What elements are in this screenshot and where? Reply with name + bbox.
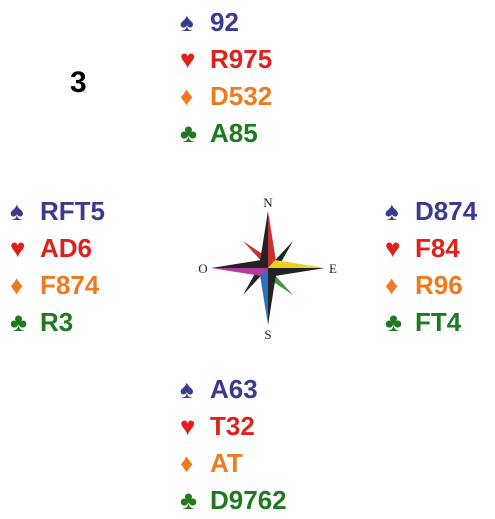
- compass-point-west-color: [211, 268, 268, 276]
- south-diamonds: ♦ AT: [180, 445, 287, 482]
- diamond-icon: ♦: [180, 81, 194, 111]
- heart-icon: ♥: [10, 233, 26, 263]
- compass-point-west: [211, 260, 268, 268]
- spade-icon: ♠: [10, 196, 24, 226]
- spade-icon: ♠: [385, 196, 399, 226]
- east-hearts-cards: F84: [415, 233, 460, 263]
- south-hearts-cards: T32: [210, 411, 255, 441]
- hand-south: ♠ A63 ♥ T32 ♦ AT ♣ D9762: [180, 371, 287, 519]
- north-clubs: ♣ A85: [180, 115, 272, 152]
- north-hearts: ♥ R975: [180, 41, 272, 78]
- diamond-icon: ♦: [10, 270, 24, 300]
- south-clubs-cards: D9762: [210, 485, 287, 515]
- hand-west: ♠ RFT5 ♥ AD6 ♦ F874 ♣ R3: [10, 193, 105, 341]
- compass-label-east: E: [329, 261, 337, 276]
- board-number: 3: [70, 66, 87, 99]
- west-hearts-cards: AD6: [40, 233, 93, 263]
- north-clubs-cards: A85: [210, 118, 258, 148]
- south-spades-cards: A63: [210, 374, 258, 404]
- north-diamonds: ♦ D532: [180, 78, 272, 115]
- compass-point-south: [260, 268, 268, 325]
- south-hearts: ♥ T32: [180, 408, 287, 445]
- north-hearts-cards: R975: [210, 44, 273, 74]
- compass-point-south-dark: [268, 268, 276, 325]
- spade-icon: ♠: [180, 7, 194, 37]
- west-diamonds-cards: F874: [40, 270, 100, 300]
- compass-rose-icon: N S E O: [198, 195, 337, 342]
- heart-icon: ♥: [385, 233, 401, 263]
- west-spades: ♠ RFT5: [10, 193, 105, 230]
- west-clubs-cards: R3: [40, 307, 74, 337]
- compass-point-east-color: [268, 260, 325, 268]
- heart-icon: ♥: [180, 411, 196, 441]
- east-spades: ♠ D874: [385, 193, 477, 230]
- north-spades-cards: 92: [210, 7, 239, 37]
- west-hearts: ♥ AD6: [10, 230, 105, 267]
- compass-point-north: [268, 211, 276, 268]
- compass-label-south: S: [264, 327, 271, 342]
- west-diamonds: ♦ F874: [10, 267, 105, 304]
- east-diamonds: ♦ R96: [385, 267, 477, 304]
- compass-point-north-dark: [260, 211, 268, 268]
- compass-label-north: N: [263, 195, 273, 210]
- club-icon: ♣: [180, 118, 198, 148]
- club-icon: ♣: [180, 485, 198, 515]
- club-icon: ♣: [385, 307, 403, 337]
- west-clubs: ♣ R3: [10, 304, 105, 341]
- spade-icon: ♠: [180, 374, 194, 404]
- west-spades-cards: RFT5: [40, 196, 105, 226]
- north-diamonds-cards: D532: [210, 81, 273, 111]
- south-spades: ♠ A63: [180, 371, 287, 408]
- south-diamonds-cards: AT: [210, 448, 243, 478]
- north-spades: ♠ 92: [180, 4, 272, 41]
- east-spades-cards: D874: [415, 196, 478, 226]
- compass-point-east: [268, 268, 325, 276]
- east-hearts: ♥ F84: [385, 230, 477, 267]
- diamond-icon: ♦: [180, 448, 194, 478]
- hand-north: ♠ 92 ♥ R975 ♦ D532 ♣ A85: [180, 4, 272, 152]
- compass-label-west: O: [198, 261, 207, 276]
- east-diamonds-cards: R96: [415, 270, 463, 300]
- east-clubs-cards: FT4: [415, 307, 462, 337]
- hand-east: ♠ D874 ♥ F84 ♦ R96 ♣ FT4: [385, 193, 477, 341]
- diamond-icon: ♦: [385, 270, 399, 300]
- east-clubs: ♣ FT4: [385, 304, 477, 341]
- heart-icon: ♥: [180, 44, 196, 74]
- south-clubs: ♣ D9762: [180, 482, 287, 519]
- compass-points: [211, 211, 325, 325]
- club-icon: ♣: [10, 307, 28, 337]
